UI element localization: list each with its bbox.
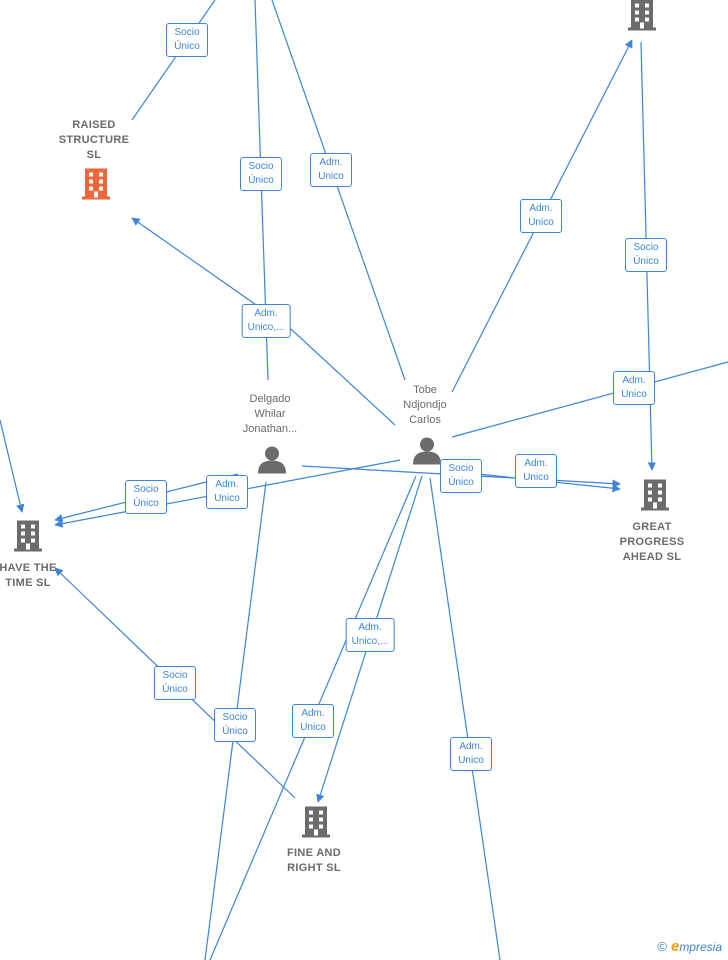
brand-initial: e bbox=[670, 938, 680, 955]
edge-label-adm-unico[interactable]: Adm. Unico bbox=[515, 454, 557, 488]
fine-and-right-label[interactable]: FINE AND RIGHT SL bbox=[287, 847, 341, 874]
building-icon bbox=[302, 806, 330, 838]
edge-label-socio-unico[interactable]: Socio Único bbox=[240, 157, 282, 191]
edge-line bbox=[131, 0, 216, 121]
edge-line bbox=[0, 419, 25, 513]
raised-structure-label[interactable]: RAISED STRUCTURE SL bbox=[58, 119, 130, 161]
edge-label-adm-unico-more[interactable]: Adm. Unico,... bbox=[345, 618, 395, 652]
edge-line bbox=[451, 361, 728, 438]
edge-label-adm-unico[interactable]: Adm. Unico bbox=[613, 371, 655, 405]
edge-label-adm-unico[interactable]: Adm. Unico bbox=[520, 199, 562, 233]
edge-label-socio-unico[interactable]: Socio Único bbox=[440, 459, 482, 493]
brand-logo[interactable]: © empresia bbox=[657, 938, 722, 955]
person-icon bbox=[413, 437, 441, 465]
building-icon bbox=[628, 0, 656, 31]
edge-line bbox=[429, 477, 501, 960]
building-icon-orange bbox=[82, 168, 110, 200]
tobe-label[interactable]: Tobe Ndjondjo Carlos bbox=[403, 384, 447, 426]
copyright-symbol: © bbox=[657, 939, 667, 954]
have-the-time-label[interactable]: HAVE THE TIME SL bbox=[0, 562, 57, 589]
brand-name: mpresia bbox=[679, 940, 722, 954]
edge-label-adm-unico[interactable]: Adm. Unico bbox=[450, 737, 492, 771]
edge-label-adm-unico-more[interactable]: Adm. Unico,... bbox=[241, 304, 291, 338]
have-the-time-building-icon[interactable] bbox=[12, 519, 44, 558]
delgado-person-icon[interactable] bbox=[257, 446, 287, 479]
great-progress-label[interactable]: GREAT PROGRESS AHEAD SL bbox=[619, 521, 685, 563]
tobe-person-icon[interactable] bbox=[412, 437, 442, 470]
building-icon bbox=[14, 520, 42, 552]
person-icon bbox=[258, 446, 286, 474]
edge-label-adm-unico[interactable]: Adm. Unico bbox=[206, 475, 248, 509]
raised-structure-building-icon[interactable] bbox=[80, 167, 112, 206]
brand-wordmark: empresia bbox=[671, 938, 722, 955]
delgado-label[interactable]: Delgado Whilar Jonathan... bbox=[242, 393, 298, 435]
building-icon bbox=[641, 479, 669, 511]
edge-label-adm-unico[interactable]: Adm. Unico bbox=[292, 704, 334, 738]
edge-line bbox=[131, 217, 396, 426]
top-right-company-building-icon[interactable] bbox=[626, 0, 658, 37]
edge-label-socio-unico[interactable]: Socio Único bbox=[214, 708, 256, 742]
edge-label-socio-unico[interactable]: Socio Único bbox=[166, 23, 208, 57]
fine-and-right-building-icon[interactable] bbox=[300, 805, 332, 844]
edge-label-adm-unico[interactable]: Adm. Unico bbox=[310, 153, 352, 187]
edge-label-socio-unico[interactable]: Socio Único bbox=[125, 480, 167, 514]
edge-line bbox=[271, 0, 406, 381]
edge-label-socio-unico[interactable]: Socio Único bbox=[154, 666, 196, 700]
edge-label-socio-unico[interactable]: Socio Único bbox=[625, 238, 667, 272]
great-progress-building-icon[interactable] bbox=[639, 478, 671, 517]
